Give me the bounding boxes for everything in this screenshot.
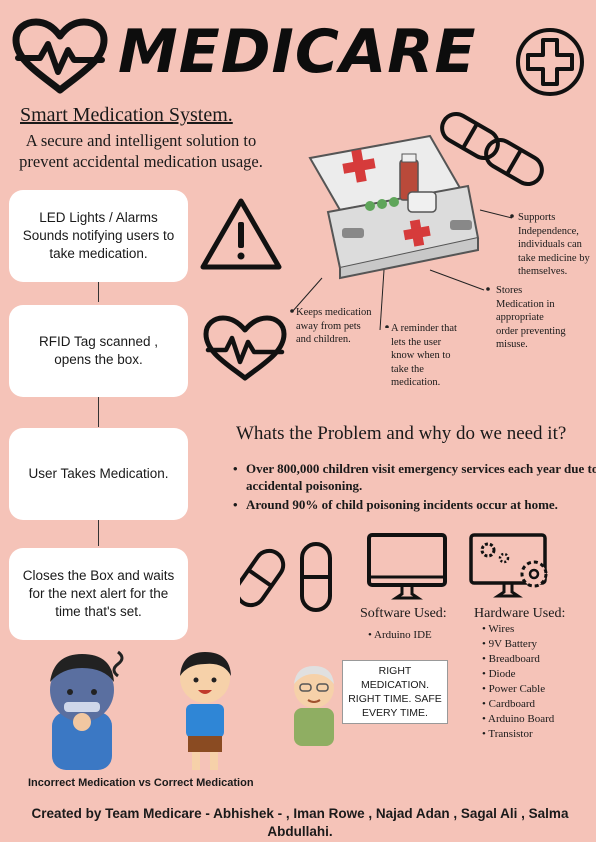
speech-bubble: RIGHT MEDICATION. RIGHT TIME. SAFE EVERY… bbox=[342, 660, 448, 724]
flow-connector bbox=[98, 520, 99, 546]
capsule-icon bbox=[440, 112, 544, 186]
list-item: Diode bbox=[482, 667, 554, 682]
step-card-1: LED Lights / Alarms Sounds notifying use… bbox=[9, 190, 188, 282]
list-item: Wires bbox=[482, 622, 554, 637]
flow-connector bbox=[98, 282, 99, 302]
heart-pulse-icon bbox=[203, 315, 287, 381]
confused-child-illustration bbox=[50, 650, 124, 770]
step-card-3: User Takes Medication. bbox=[9, 428, 188, 520]
subtitle: Smart Medication System. bbox=[20, 104, 233, 126]
annotation-bullets bbox=[290, 214, 514, 328]
medical-cross-icon bbox=[516, 28, 584, 96]
grandparent-illustration bbox=[294, 666, 334, 746]
first-aid-kit-icon bbox=[308, 134, 480, 280]
problem-bullet: Over 800,000 children visit emergency se… bbox=[230, 460, 596, 494]
warning-icon bbox=[200, 198, 282, 270]
annotation-supports: Supports Independence, individuals can t… bbox=[518, 212, 590, 277]
heart-pulse-icon bbox=[12, 18, 108, 94]
list-item: Arduino Board bbox=[482, 712, 554, 727]
monitor-icon bbox=[367, 533, 447, 600]
list-item: Breadboard bbox=[482, 652, 554, 667]
problem-bullet: Around 90% of child poisoning incidents … bbox=[230, 496, 596, 513]
hardware-list: Wires 9V Battery Breadboard Diode Power … bbox=[482, 622, 554, 742]
gear-monitor-icon bbox=[469, 533, 548, 598]
step-card-4: Closes the Box and waits for the next al… bbox=[9, 548, 188, 640]
annotation-stores: Stores Medication in appropriate order p… bbox=[496, 285, 566, 350]
list-item: Cardboard bbox=[482, 697, 554, 712]
problem-list: Over 800,000 children visit emergency se… bbox=[230, 460, 596, 513]
annotation-reminder: A reminder that lets the user know when … bbox=[391, 323, 457, 388]
credits: Created by Team Medicare - Abhishek - , … bbox=[31, 806, 569, 839]
hardware-title: Hardware Used: bbox=[474, 606, 566, 621]
software-list: Arduino IDE bbox=[368, 628, 432, 643]
flow-connector bbox=[98, 397, 99, 427]
description: A secure and intelligent solution to pre… bbox=[19, 131, 263, 171]
list-item: Arduino IDE bbox=[368, 628, 432, 643]
annotation-lines bbox=[291, 209, 513, 331]
list-item: Power Cable bbox=[482, 682, 554, 697]
software-title: Software Used: bbox=[360, 606, 447, 621]
problem-heading: Whats the Problem and why do we need it? bbox=[236, 423, 567, 444]
happy-child-illustration bbox=[180, 652, 231, 770]
list-item: Transistor bbox=[482, 727, 554, 742]
list-item: 9V Battery bbox=[482, 637, 554, 652]
illustration-caption: Incorrect Medication vs Correct Medicati… bbox=[28, 777, 254, 789]
capsule-icon bbox=[240, 542, 332, 612]
annotation-keeps: Keeps medication away from pets and chil… bbox=[296, 307, 372, 345]
step-card-2: RFID Tag scanned , opens the box. bbox=[9, 305, 188, 397]
page-title: MEDICARE bbox=[118, 17, 477, 87]
